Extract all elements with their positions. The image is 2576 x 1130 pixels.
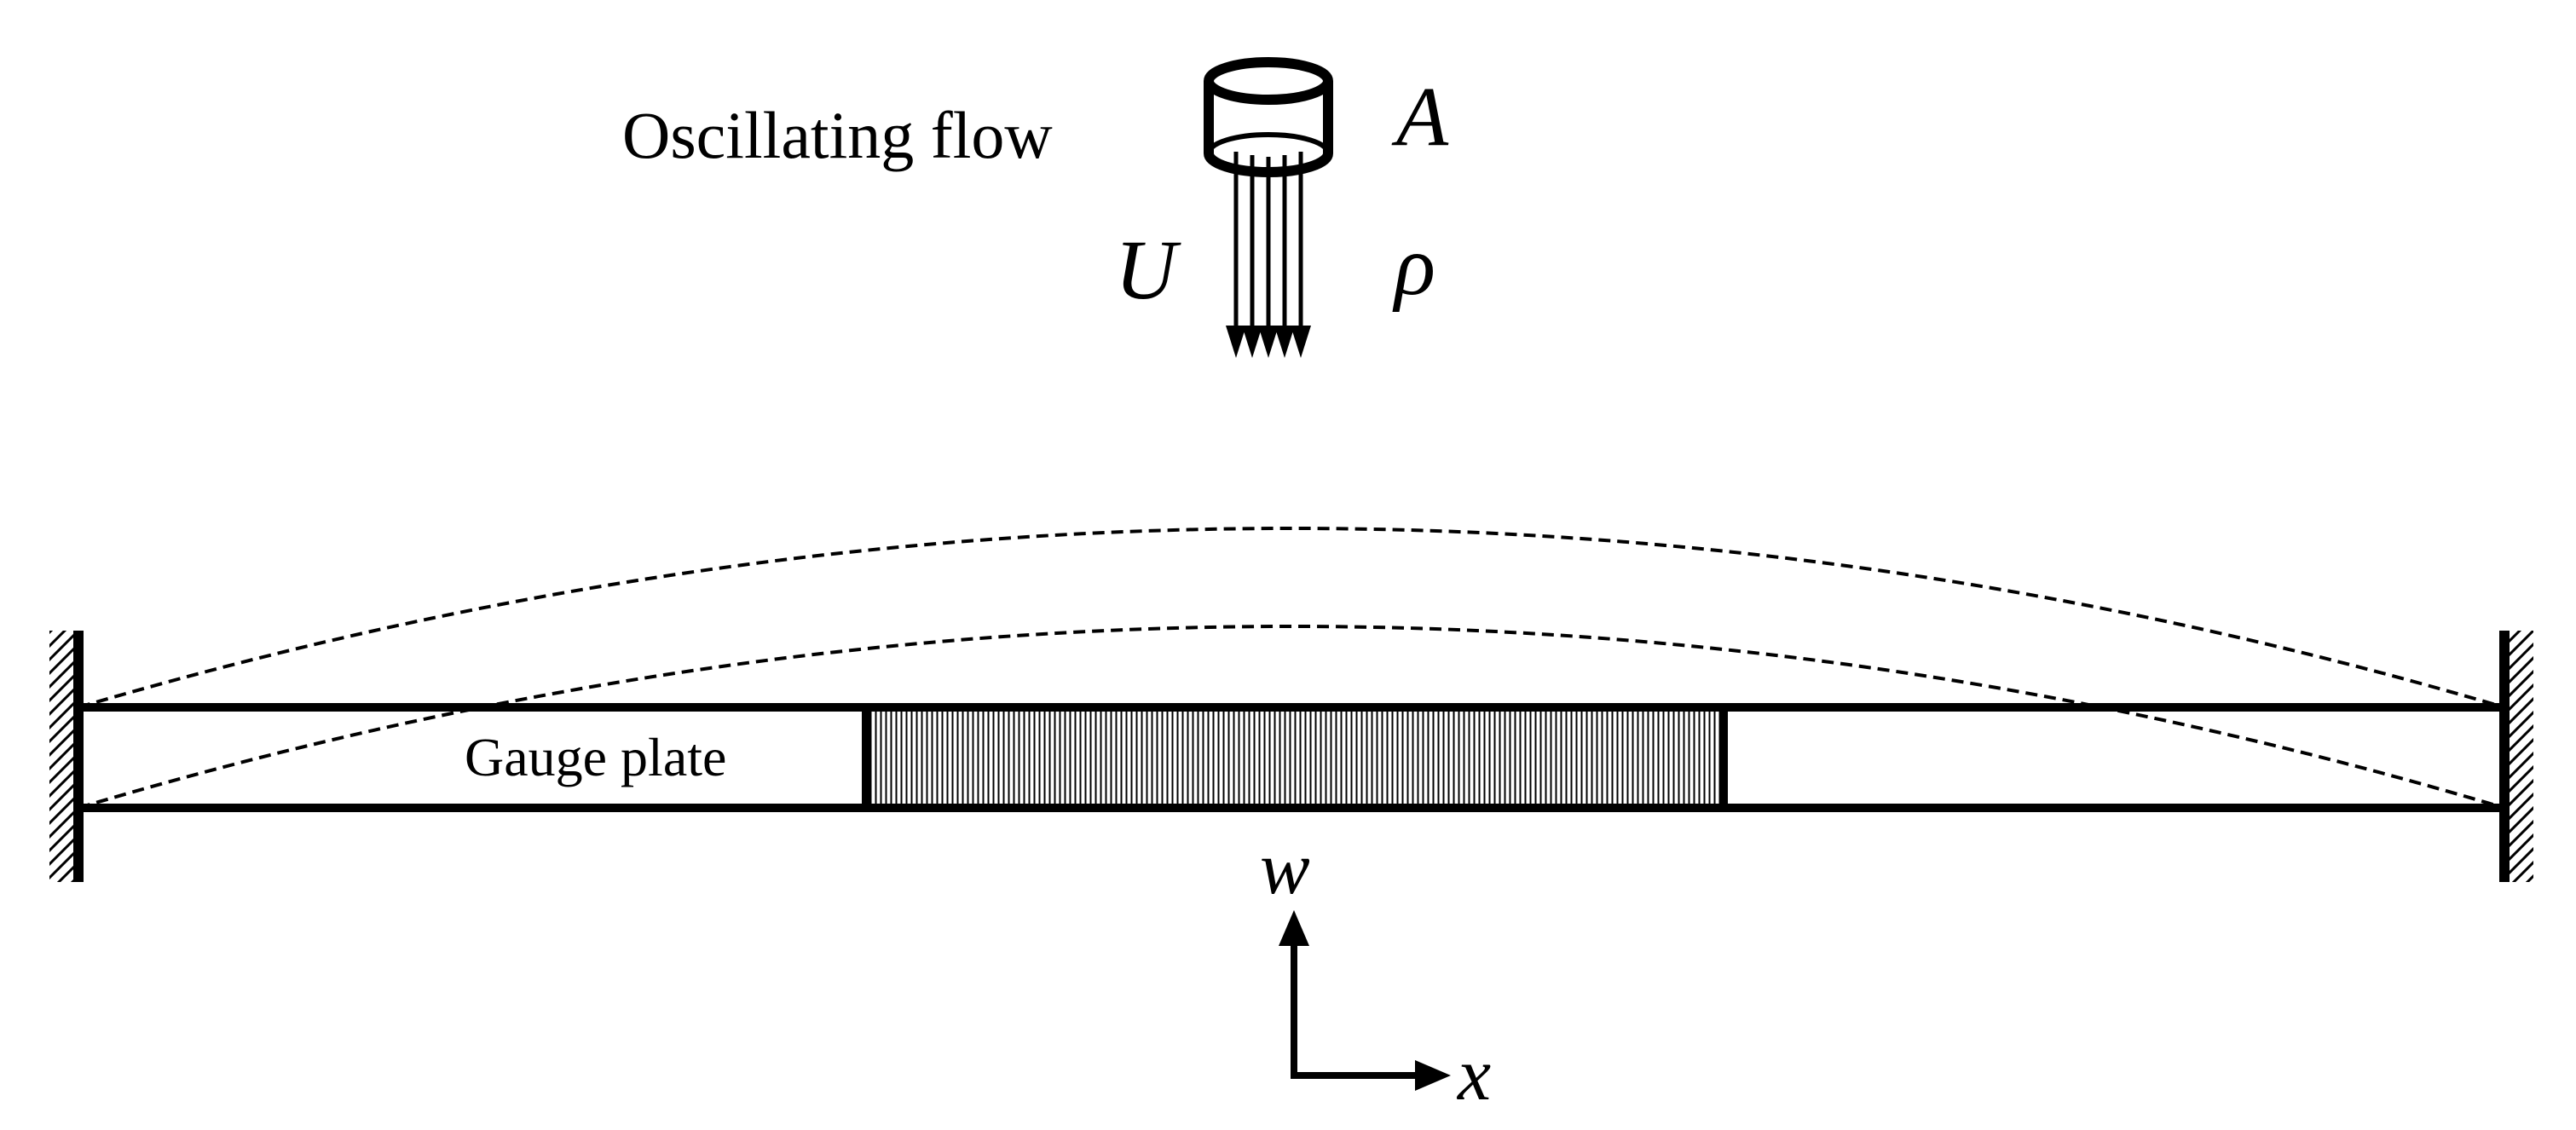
flow-label: Oscillating flow	[622, 98, 1053, 172]
deflection-curve-lower	[78, 625, 2505, 810]
velocity-symbol: U	[1115, 222, 1181, 317]
flow-arrowhead	[1291, 326, 1311, 358]
w-axis-label: w	[1260, 827, 1310, 910]
nozzle-top-rim	[1204, 57, 1333, 105]
flow-arrowhead	[1274, 326, 1295, 358]
area-symbol: A	[1391, 69, 1449, 164]
coordinate-axes	[1279, 910, 1451, 1091]
flow-arrowheads	[1226, 326, 1311, 358]
density-symbol: ρ	[1392, 218, 1435, 313]
flow-arrows	[1233, 152, 1303, 351]
gauge-plate-region	[862, 703, 1728, 812]
flow-arrowhead	[1242, 326, 1262, 358]
flow-nozzle	[1204, 57, 1333, 177]
nozzle-bottom-back-rim	[1206, 132, 1331, 154]
deflection-curve-upper	[78, 527, 2505, 709]
x-axis-label: x	[1456, 1034, 1491, 1116]
w-axis-arrowhead	[1279, 910, 1309, 946]
plate-label: Gauge plate	[465, 727, 726, 787]
flow-arrowhead	[1226, 326, 1246, 358]
x-axis-arrowhead	[1415, 1060, 1451, 1091]
flow-arrowhead	[1258, 326, 1279, 358]
